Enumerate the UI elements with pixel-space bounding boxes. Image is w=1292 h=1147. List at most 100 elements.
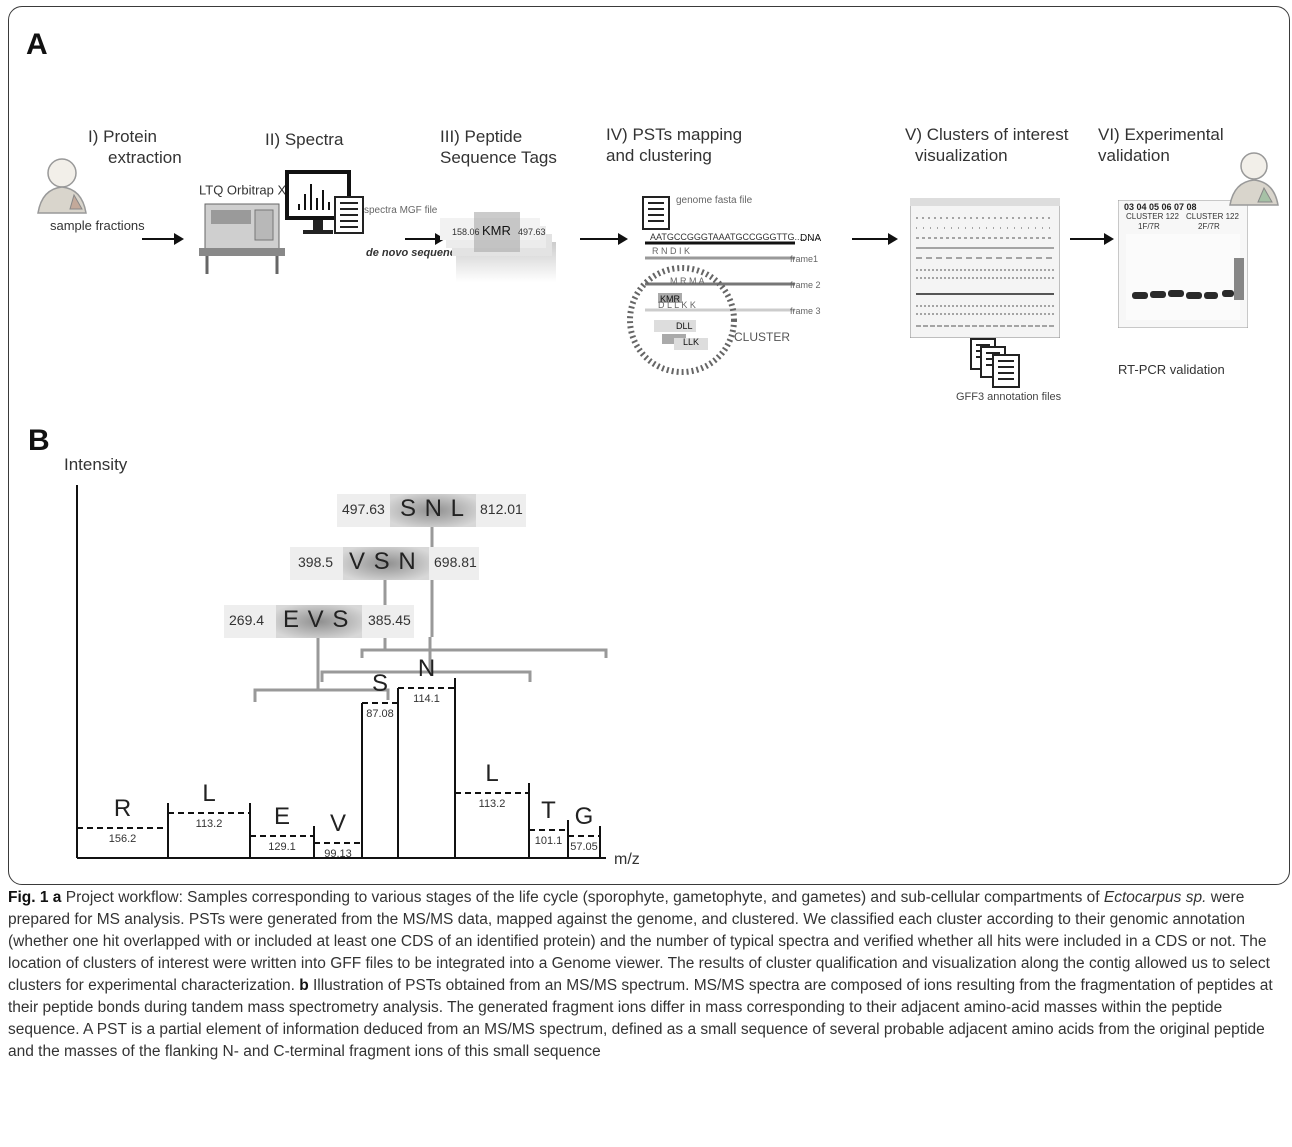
genome-file-label: genome fasta file <box>676 195 753 206</box>
peak-aa-label-6: L <box>485 760 498 787</box>
frame2-aa: M R M A <box>670 276 705 286</box>
pst3-right-mass: 385.45 <box>368 612 411 628</box>
gff-files-label: GFF3 annotation files <box>956 391 1062 403</box>
gel-cluster-left: CLUSTER 122 <box>1126 212 1179 221</box>
rtpcr-label: RT-PCR validation <box>1118 362 1225 377</box>
peak-aa-label-5: N <box>418 655 435 682</box>
step-4-line1: IV) PSTs mapping <box>606 125 743 144</box>
cluster-tag-1: KMR <box>660 294 680 304</box>
caption-a-label: a <box>52 889 62 906</box>
peak-mass-label-0: 156.2 <box>109 833 137 845</box>
frame1-label: frame1 <box>790 254 819 264</box>
tag-left-mass: 158.06 <box>452 227 480 237</box>
cluster-tag-2: DLL <box>676 321 693 331</box>
caption-text-a2: were prepared for MS analysis. PSTs were… <box>8 889 1270 994</box>
instrument-name: LTQ Orbitrap XL <box>199 182 294 198</box>
step-4-title: IV) PSTs mapping and clustering <box>606 124 742 166</box>
pst-tag-graphic <box>224 494 608 702</box>
step-1-line1: I) Protein <box>88 127 157 146</box>
mass-spectrometer-icon <box>199 203 285 274</box>
genome-viewer-screenshot <box>910 198 1060 338</box>
gel-lanes: 03 04 05 06 07 08 <box>1124 202 1197 212</box>
caption-text-a1: Project workflow: Samples corresponding … <box>61 889 1104 906</box>
peak-aa-label-7: T <box>541 797 556 824</box>
arrow-1 <box>142 233 184 245</box>
dna-sequence: AATGCCGGGTAAATGCCGGGTTG.......... <box>650 232 820 242</box>
pst3-sequence: E V S <box>283 606 350 633</box>
step-1-title: I) Protein extraction <box>88 126 182 168</box>
panel-b-letter: B <box>28 424 50 457</box>
peak-mass-label-7: 101.1 <box>535 835 563 847</box>
arrow-3 <box>580 233 628 245</box>
pst2-left-mass: 398.5 <box>298 554 334 570</box>
peak-mass-label-6: 113.2 <box>479 798 506 810</box>
pst2-right-mass: 698.81 <box>434 554 477 570</box>
frame2-label: frame 2 <box>790 280 821 290</box>
x-axis-label: m/z <box>614 851 640 868</box>
step-3-line1: III) Peptide <box>440 127 523 146</box>
peak-mass-label-4: 87.08 <box>366 708 394 720</box>
gff-file-icon-3 <box>992 354 1020 388</box>
peak-mass-label-1: 113.2 <box>196 818 223 830</box>
step-5-line1: V) Clusters of interest <box>905 125 1069 144</box>
cluster-tag-3: LLK <box>683 337 700 347</box>
peak-mass-label-2: 129.1 <box>268 841 296 853</box>
de-novo-label: de novo sequencing <box>366 247 473 259</box>
gel-cluster-right: CLUSTER 122 <box>1186 212 1239 221</box>
tag-right-mass: 497.63 <box>518 227 546 237</box>
pst1-left-mass: 497.63 <box>342 501 385 517</box>
pst3-left-mass: 269.4 <box>229 612 265 628</box>
step-1-line2: extraction <box>108 148 182 167</box>
step-2-line1: II) Spectra <box>265 130 344 149</box>
step-6-line2: validation <box>1098 146 1170 165</box>
gel-image <box>1118 200 1248 328</box>
spectrum-chart: R 156.2 L 113.2 E 129.1 V 99.13 S 87.08 N 114.1L 113… <box>76 485 606 860</box>
figure-frame <box>8 6 1290 885</box>
step-6-line1: VI) Experimental <box>1098 125 1224 144</box>
pst1-sequence: S N L <box>400 495 466 522</box>
y-axis-label: Intensity <box>64 455 128 474</box>
peak-aa-label-1: L <box>202 780 215 807</box>
peak-mass-label-5: 114.1 <box>413 693 440 705</box>
caption-b-label: b <box>299 977 309 994</box>
caption-text-b: Illustration of PSTs obtained from an MS… <box>8 977 1273 1060</box>
step-6-title: VI) Experimental validation <box>1098 124 1224 166</box>
frame3-aa: D L L K K <box>658 300 696 310</box>
sample-fractions-label: sample fractions <box>50 218 145 233</box>
step-2-title: II) Spectra <box>265 129 343 150</box>
pst1-right-mass: 812.01 <box>480 501 523 517</box>
arrow-5 <box>1070 233 1114 245</box>
mapping-graphic <box>627 241 795 375</box>
tag-stack-graphic <box>440 212 556 282</box>
caption-species: Ectocarpus sp. <box>1103 889 1207 906</box>
panel-a-letter: A <box>26 28 48 61</box>
mgf-file-icon <box>334 196 364 234</box>
peak-mass-label-3: 99.13 <box>324 848 352 860</box>
peak-aa-label-8: G <box>575 803 594 830</box>
caption-fig-label: Fig. 1 <box>8 889 49 906</box>
figure-caption: Fig. 1 a Project workflow: Samples corre… <box>8 887 1284 1063</box>
frame1-aa: R N D I K <box>652 246 691 256</box>
step-5-title: V) Clusters of interest visualization <box>905 124 1068 166</box>
gel-primer-right: 2F/7R <box>1198 222 1220 231</box>
gel-primer-left: 1F/7R <box>1138 222 1160 231</box>
peak-aa-label-3: V <box>330 810 346 837</box>
arrow-4 <box>852 233 898 245</box>
peak-aa-label-4: S <box>372 670 388 697</box>
scientist-icon <box>37 158 87 214</box>
cluster-label: CLUSTER <box>734 330 791 344</box>
peak-aa-label-2: E <box>274 803 290 830</box>
pst2-sequence: V S N <box>349 548 417 575</box>
dna-label: DNA <box>800 233 822 244</box>
peak-aa-label-0: R <box>114 795 131 822</box>
tag-sequence: KMR <box>482 223 511 238</box>
step-3-line2: Sequence Tags <box>440 148 557 167</box>
scientist-icon-right <box>1229 152 1279 206</box>
spectra-file-label: spectra MGF file <box>364 205 438 216</box>
step-3-title: III) Peptide Sequence Tags <box>440 126 557 168</box>
genome-file-icon <box>642 196 670 230</box>
frame3-label: frame 3 <box>790 306 821 316</box>
step-4-line2: and clustering <box>606 146 712 165</box>
step-5-line2: visualization <box>915 146 1008 165</box>
peak-mass-label-8: 57.05 <box>570 841 598 853</box>
